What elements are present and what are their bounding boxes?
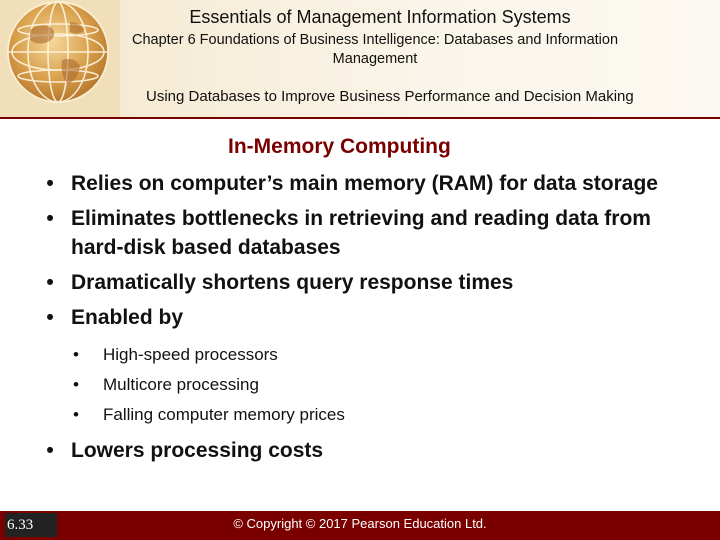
bullet-item: • Enabled by [40, 303, 680, 332]
bullet-marker: • [46, 306, 54, 329]
bullet-marker: • [46, 172, 54, 195]
bullet-text: Lowers processing costs [71, 439, 324, 462]
course-title: Essentials of Management Information Sys… [189, 7, 571, 27]
slide-heading: In-Memory Computing [228, 135, 451, 158]
sub-bullet-item: • Multicore processing [40, 370, 680, 400]
header-divider [0, 117, 720, 119]
bullet-text: Enabled by [71, 306, 184, 329]
bullet-text: Dramatically shortens query response tim… [71, 271, 514, 294]
slide-number: 6.33 [5, 513, 57, 537]
bullet-marker: • [46, 271, 54, 294]
bullet-marker: • [46, 439, 54, 462]
slide-header: Essentials of Management Information Sys… [0, 0, 720, 118]
bullet-marker: • [73, 345, 79, 364]
bullet-item: • Lowers processing costs [40, 436, 680, 465]
copyright-notice: © Copyright © 2017 Pearson Education Ltd… [233, 516, 487, 531]
bullet-marker: • [46, 207, 54, 230]
sub-bullet-list: • High-speed processors • Multicore proc… [40, 340, 680, 430]
bullet-marker: • [73, 405, 79, 424]
chapter-title: Chapter 6 Foundations of Business Intell… [131, 32, 619, 67]
bullet-list: • Relies on computer’s main memory (RAM)… [40, 169, 680, 471]
sub-bullet-item: • Falling computer memory prices [40, 400, 680, 430]
bullet-marker: • [73, 375, 79, 394]
globe-icon [0, 0, 120, 118]
bullet-item: • Relies on computer’s main memory (RAM)… [40, 169, 680, 198]
bullet-item: • Eliminates bottlenecks in retrieving a… [40, 204, 680, 262]
bullet-text: Eliminates bottlenecks in retrieving and… [71, 207, 651, 259]
sub-bullet-text: High-speed processors [103, 345, 278, 364]
sub-bullet-text: Falling computer memory prices [103, 405, 345, 424]
bullet-text: Relies on computer’s main memory (RAM) f… [71, 172, 658, 195]
sub-bullet-text: Multicore processing [103, 375, 259, 394]
bullet-item: • Dramatically shortens query response t… [40, 268, 680, 297]
section-title: Using Databases to Improve Business Perf… [146, 88, 634, 105]
slide-footer: 6.33 © Copyright © 2017 Pearson Educatio… [0, 511, 720, 540]
sub-bullet-item: • High-speed processors [40, 340, 680, 370]
